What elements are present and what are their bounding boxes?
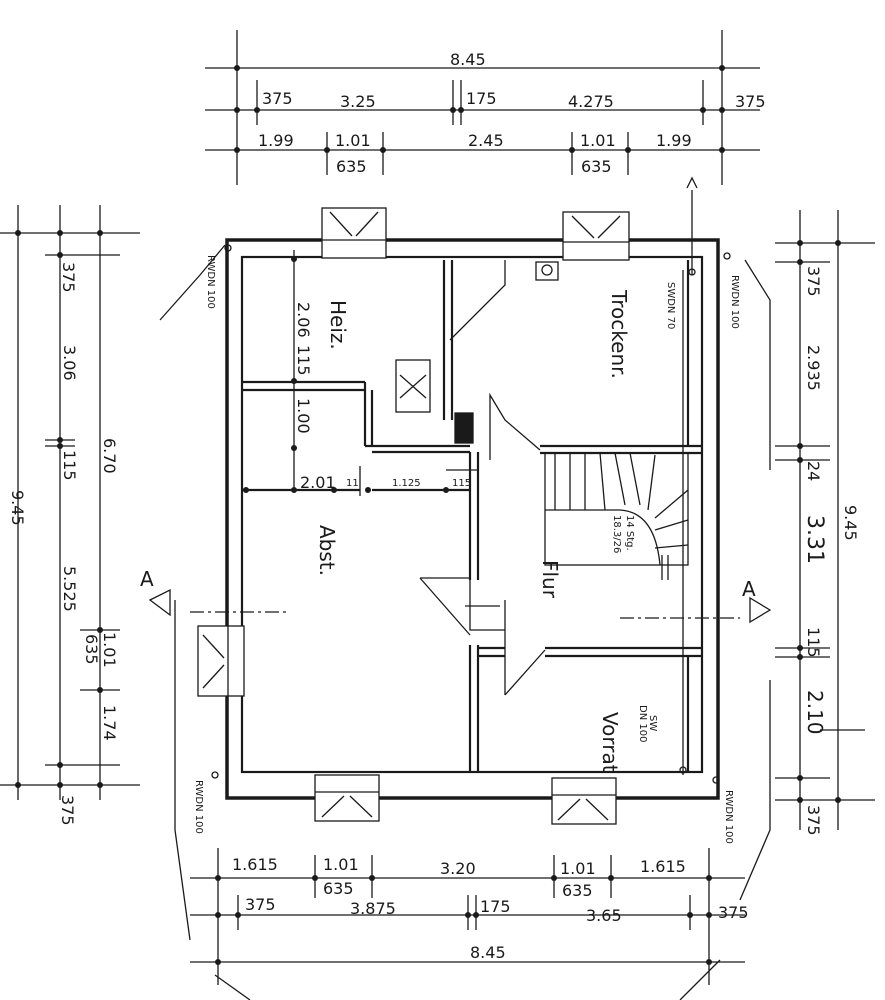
room-abstellraum: Abst. <box>315 525 339 576</box>
room-flur: Flur <box>538 560 562 599</box>
dim-left-r2-4: 375 <box>58 795 77 826</box>
dim-bottom-r1-1: 1.01 <box>323 855 359 874</box>
dim-top-total: 8.45 <box>450 50 486 69</box>
dim-top-r3-0: 1.99 <box>258 131 294 150</box>
dim-right-r1-1: 2.935 <box>804 345 823 391</box>
room-heiz: Heiz. <box>326 300 350 350</box>
dim-top-r2-2: 175 <box>466 89 497 108</box>
dim-left-r3-2: 635 <box>82 634 101 665</box>
window-top-right <box>562 211 630 261</box>
top-dimension-chains <box>205 30 760 185</box>
dim-top-r3-4: 1.01 <box>580 131 616 150</box>
bottom-dimension-ticks <box>215 875 712 965</box>
dim-bottom-r2-4: 375 <box>718 903 749 922</box>
pipes <box>293 176 698 775</box>
dim-top-r2-4: 375 <box>735 92 766 111</box>
dim-right-r1-3: 3.31 <box>802 515 827 564</box>
dim-bottom-total: 8.45 <box>470 943 506 962</box>
dim-int-wall2: 11 <box>346 478 359 489</box>
dim-bottom-r2-1: 3.875 <box>350 899 396 918</box>
dim-top-r3-2: 635 <box>336 157 367 176</box>
dim-bottom-r1-0: 1.615 <box>232 855 278 874</box>
dim-right-r1-6: 375 <box>804 805 823 836</box>
dim-top-r3-3: 2.45 <box>468 131 504 150</box>
dim-left-r3-1: 1.01 <box>100 632 119 668</box>
section-label-left: A <box>140 567 154 591</box>
dim-left-total: 9.45 <box>8 490 27 526</box>
interior-walls <box>242 260 702 772</box>
label-rwdn-bottom-left: RWDN 100 <box>193 780 204 834</box>
dim-top-r2-3: 4.275 <box>568 92 614 111</box>
dim-top-r3-1: 1.01 <box>335 131 371 150</box>
dim-right-r1-4: 115 <box>804 627 823 658</box>
dim-int-door: 1.00 <box>294 398 313 434</box>
dim-int-wall3: 115 <box>452 478 471 489</box>
label-rwdn-top-left: RWDN 100 <box>205 255 216 309</box>
dim-bottom-r1-4: 1.01 <box>560 859 596 878</box>
dim-left-r3-3: 1.74 <box>100 705 119 741</box>
dim-right-r1-5: 2.10 <box>803 690 827 735</box>
dim-left-r2-3: 5.525 <box>60 566 79 612</box>
dim-left-r3-0: 6.70 <box>100 438 119 474</box>
label-swdn: SWDN 70 <box>665 282 676 329</box>
dim-bottom-r2-0: 375 <box>245 895 276 914</box>
roof-outline <box>159 244 771 1000</box>
right-dimension-chains <box>775 210 875 830</box>
dim-int-corr: 1.125 <box>392 478 421 489</box>
dim-left-r2-1: 3.06 <box>60 345 79 381</box>
window-top-left <box>321 207 387 259</box>
dim-top-r2-1: 3.25 <box>340 92 376 111</box>
dim-right-r1-2: 24 <box>804 461 823 481</box>
dim-top-r3-6: 1.99 <box>656 131 692 150</box>
dim-int-wall1: 115 <box>294 345 313 376</box>
dim-bottom-r2-3: 3.65 <box>586 906 622 925</box>
section-line <box>148 588 772 624</box>
outer-walls <box>225 238 720 800</box>
label-stair-ratio: 18.3/26 <box>611 515 622 553</box>
dim-bottom-r1-2: 635 <box>323 879 354 898</box>
label-dn: DN 100 <box>637 705 648 742</box>
dim-left-r2-0: 375 <box>59 262 78 293</box>
pipe-ticks <box>243 256 449 493</box>
room-vorrat: Vorrat <box>598 712 622 773</box>
chimney <box>395 261 559 444</box>
windows <box>197 207 630 825</box>
dim-right-total: 9.45 <box>841 505 860 541</box>
dim-bottom-r1-3: 3.20 <box>440 859 476 878</box>
dim-top-r2-0: 375 <box>262 89 293 108</box>
dim-bottom-r1-6: 1.615 <box>640 857 686 876</box>
dim-bottom-r2-2: 175 <box>480 897 511 916</box>
door-openings <box>419 260 546 696</box>
left-dimension-chains <box>0 205 140 800</box>
dim-top-r3-5: 635 <box>581 157 612 176</box>
label-rwdn-top-right: RWDN 100 <box>729 275 740 329</box>
top-dimension-ticks <box>234 65 725 153</box>
section-label-right: A <box>742 577 756 601</box>
dim-bottom-r1-5: 635 <box>562 881 593 900</box>
label-sw: SW <box>647 715 658 731</box>
dim-int-heiz: 2.06 <box>294 302 313 338</box>
room-trockenraum: Trockenr. <box>607 289 631 379</box>
downpipes <box>211 244 731 784</box>
dim-int-abst: 2.01 <box>300 473 336 492</box>
label-stair-steps: 14 Stg. <box>624 515 635 551</box>
label-rwdn-bottom-right: RWDN 100 <box>723 790 734 844</box>
right-dimension-ticks <box>797 240 841 803</box>
left-dimension-ticks <box>15 230 103 788</box>
dim-left-r2-2: 115 <box>60 450 79 481</box>
dim-right-r1-0: 375 <box>804 266 823 297</box>
